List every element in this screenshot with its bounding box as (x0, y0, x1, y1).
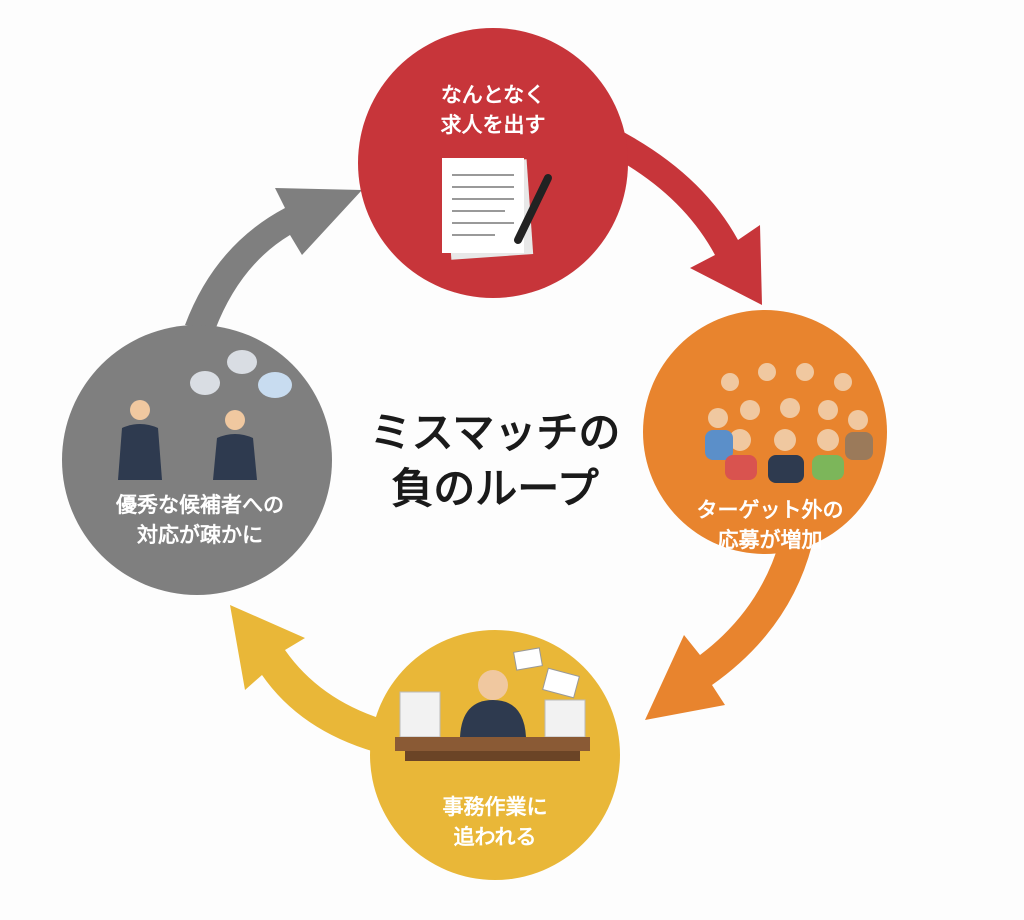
step-label-yellow: 事務作業に 追われる (443, 792, 548, 852)
arrow-orange (645, 540, 812, 720)
step-text-line2: 求人を出す (440, 113, 546, 137)
step-label-orange: ターゲット外の 応募が増加 (697, 495, 844, 555)
step-text-line2: 応募が増加 (717, 528, 823, 552)
arrow-red (600, 125, 762, 305)
step-text-line1: 優秀な候補者への (116, 493, 284, 517)
title-line1: ミスマッチの (369, 408, 621, 457)
step-text-line1: なんとなく (440, 83, 546, 107)
stressed-worker-icon (395, 647, 590, 761)
title-line2: 負のループ (391, 464, 599, 513)
step-text-line1: ターゲット外の (696, 498, 844, 522)
step-circle-gray (62, 325, 332, 595)
arrow-yellow (230, 605, 385, 752)
document-pen-icon (442, 158, 552, 260)
step-circle-orange (643, 310, 887, 554)
crowd-icon (705, 363, 873, 483)
step-text-line1: 事務作業に (442, 795, 548, 819)
conversation-icon (118, 350, 292, 480)
step-text-line2: 対応が疎かに (137, 523, 263, 547)
step-text-line2: 追われる (453, 825, 537, 849)
step-label-red: なんとなく 求人を出す (441, 80, 546, 140)
arrow-gray (185, 188, 362, 330)
diagram-title: ミスマッチの 負のループ (370, 405, 621, 517)
step-label-gray: 優秀な候補者への 対応が疎かに (116, 490, 284, 550)
